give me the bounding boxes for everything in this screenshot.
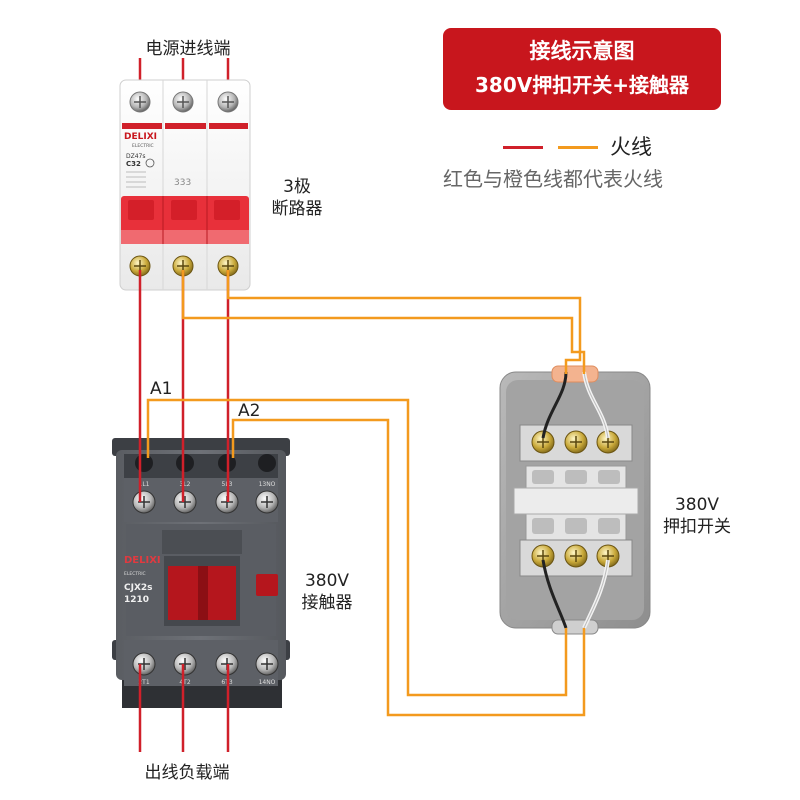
breaker-model: DZ47s — [126, 153, 146, 160]
legend-orange-swatch — [558, 146, 598, 149]
breaker-brand: DELIXI — [124, 132, 157, 142]
contactor-number: 1210 — [124, 595, 149, 605]
terminal-4T2: 4T2 — [179, 679, 190, 686]
terminal-2T1: 2T1 — [138, 679, 149, 686]
terminal-13NO: 13NO — [259, 481, 276, 488]
circuit-breaker: DELIXI ELECTRIC DZ47s C32 333 — [119, 79, 251, 291]
breaker-rating: C32 — [126, 160, 141, 168]
legend-red-swatch — [503, 146, 543, 149]
title-banner: 接线示意图 380V押扣开关+接触器 — [443, 28, 721, 110]
breaker-mark: 333 — [174, 178, 191, 188]
label-a2: A2 — [238, 401, 261, 421]
contactor: 1L1 3L2 5L3 13NO DELIXI ELECTRIC CJX2s 1… — [112, 438, 290, 708]
label-breaker-line1: 3极 — [283, 177, 311, 197]
label-a1: A1 — [150, 379, 173, 399]
title-line1: 接线示意图 — [529, 39, 635, 63]
title-line2: 380V押扣开关+接触器 — [475, 73, 689, 97]
terminal-1L1: 1L1 — [139, 481, 150, 488]
label-contactor-line1: 380V — [304, 571, 350, 591]
push-button-switch — [499, 365, 651, 635]
label-power-input: 电源进线端 — [145, 39, 231, 59]
terminal-3L2: 3L2 — [180, 481, 191, 488]
label-switch-line2: 押扣开关 — [663, 517, 731, 537]
terminal-14NO: 14NO — [259, 679, 276, 686]
legend-label: 火线 — [610, 135, 652, 159]
label-contactor-line2: 接触器 — [301, 593, 353, 613]
contactor-brand: DELIXI — [124, 555, 161, 566]
contactor-sub: ELECTRIC — [124, 571, 146, 577]
contactor-model: CJX2s — [124, 583, 153, 593]
breaker-sub: ELECTRIC — [132, 143, 154, 149]
label-output-load: 出线负载端 — [144, 763, 230, 783]
label-switch-line1: 380V — [674, 495, 720, 515]
ccc-mark — [145, 158, 155, 168]
label-breaker-line2: 断路器 — [271, 199, 323, 219]
orange-wires — [146, 270, 586, 717]
legend-note: 红色与橙色线都代表火线 — [443, 167, 663, 191]
